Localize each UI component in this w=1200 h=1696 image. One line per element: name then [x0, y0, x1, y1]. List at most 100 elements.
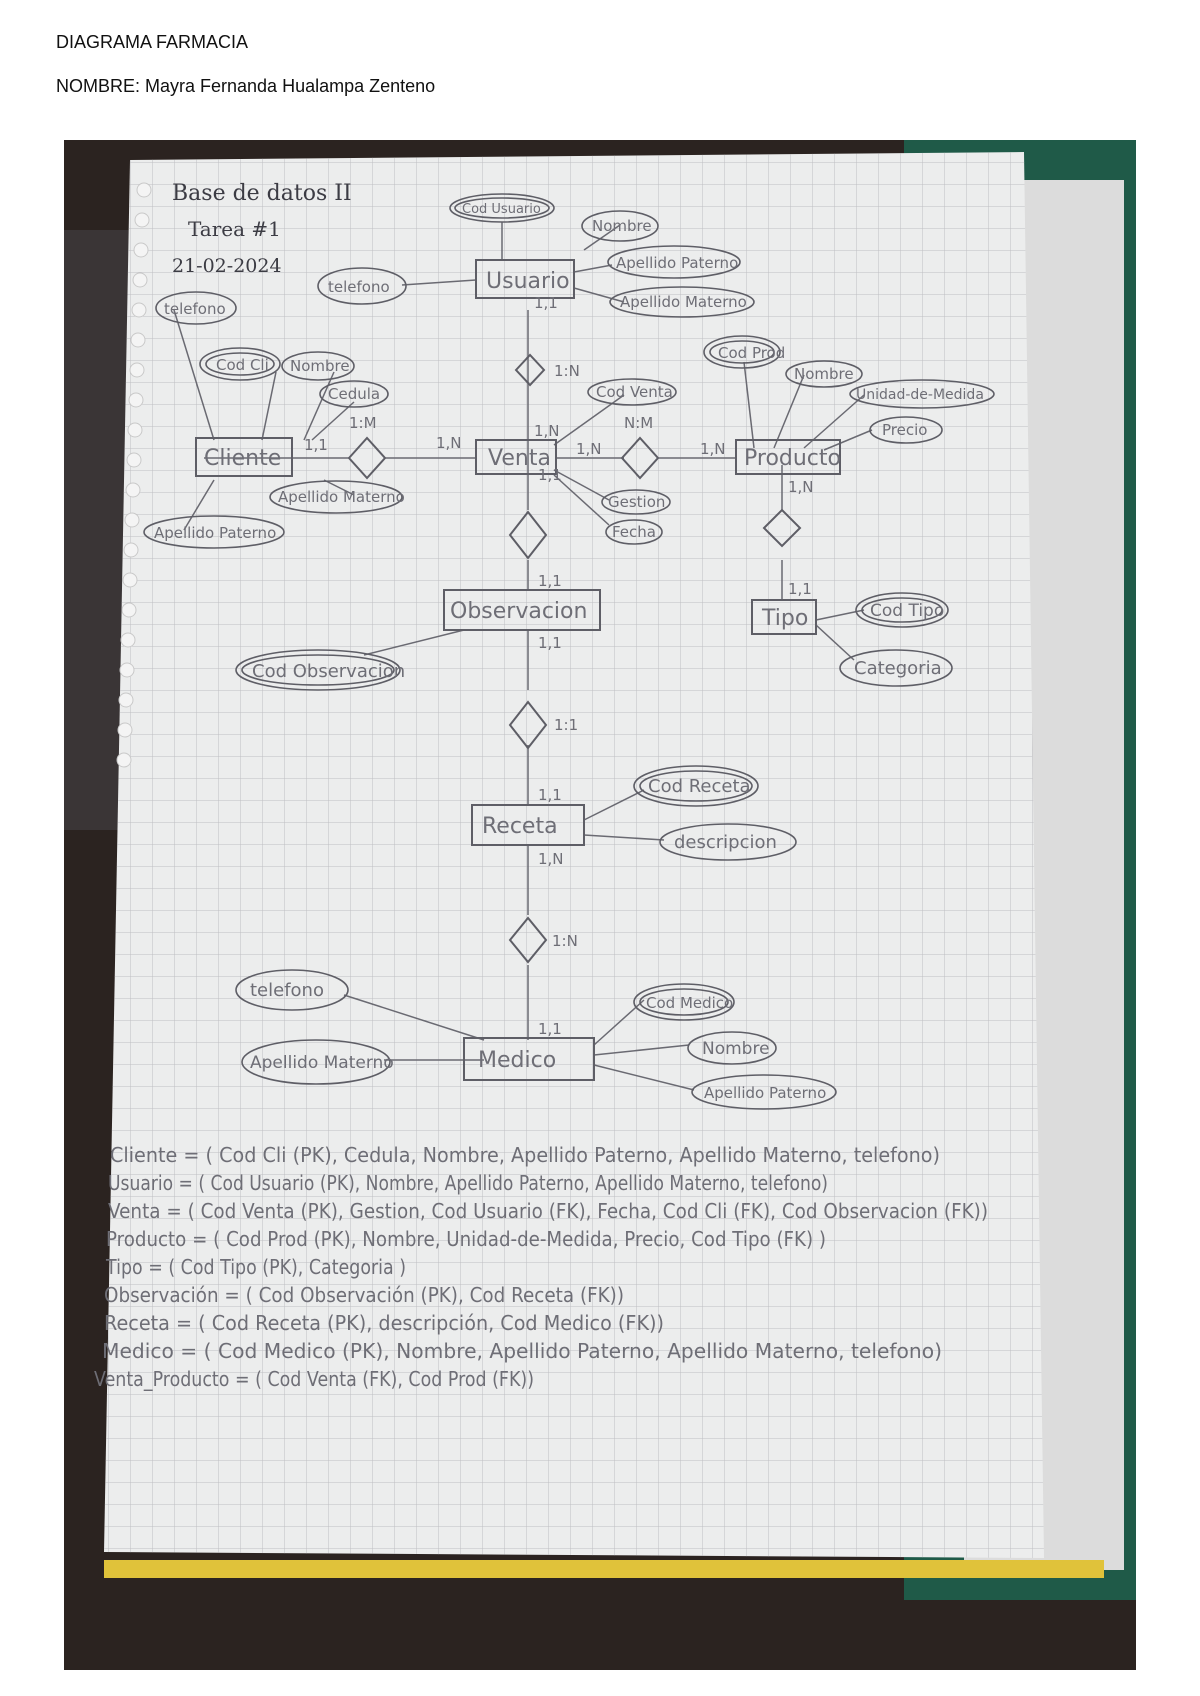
entity-cliente: Cliente: [195, 437, 293, 477]
entity-tipo-label: Tipo: [761, 606, 808, 631]
heading-date: 21-02-2024: [172, 255, 282, 277]
cardinality-labels: 1,1 1:N 1,N 1,1 1:M 1,N 1,N N:M 1,N 1,N …: [304, 294, 814, 1038]
schema-observacion: Observación = ( Cod Observación (PK), Co…: [104, 1283, 624, 1307]
card-venta-producto: N:M: [624, 414, 653, 432]
card-receta-near-medico: 1,N: [538, 850, 564, 868]
rel-cliente-venta: [347, 436, 387, 480]
entity-usuario: Usuario: [475, 259, 575, 299]
attribute-labels-producto: Cod Prod Nombre Unidad-de-Medida Precio: [718, 344, 984, 439]
card-medico-near: 1,1: [538, 1020, 562, 1038]
schema-usuario: Usuario = ( Cod Usuario (PK), Nombre, Ap…: [108, 1171, 828, 1195]
schema-medico: Medico = ( Cod Medico (PK), Nombre, Apel…: [102, 1339, 942, 1363]
card-cliente-near: 1,1: [304, 436, 328, 454]
card-receta-near-observacion: 1,1: [538, 786, 562, 804]
attributes-producto: [703, 335, 995, 444]
attribute-labels-receta: Cod Receta descripcion: [648, 776, 777, 853]
card-producto-near-venta: 1,N: [700, 440, 726, 458]
card-venta-near-cliente: 1,N: [436, 434, 462, 452]
spiral-holes: [116, 182, 152, 768]
entity-receta: Receta: [471, 804, 585, 846]
card-observacion-near-venta: 1,1: [538, 572, 562, 590]
card-cliente-venta: 1:M: [349, 414, 377, 432]
entity-venta: Venta: [475, 439, 557, 475]
attr-observacion-cod: Cod Observacion: [252, 661, 405, 682]
schema-receta: Receta = ( Cod Receta (PK), descripción,…: [104, 1311, 664, 1335]
attr-cliente-cedula: Cedula: [328, 385, 380, 403]
card-observacion-near-receta: 1,1: [538, 634, 562, 652]
attr-producto-precio: Precio: [882, 421, 927, 439]
heading-course: Base de datos II: [172, 181, 352, 206]
yellow-page-edge: [104, 1560, 1104, 1578]
attr-medico-cod: Cod Medico: [646, 994, 733, 1012]
er-diagram-photo: Base de datos II Tarea #1 21-02-2024 Usu…: [64, 140, 1136, 1670]
entity-producto: Producto: [735, 439, 841, 475]
entity-producto-label: Producto: [744, 446, 841, 471]
notebook-heading: Base de datos II Tarea #1 21-02-2024: [172, 181, 352, 277]
attribute-labels-usuario: Cod Usuario Nombre Apellido Paterno Apel…: [328, 202, 747, 311]
attributes-medico: [235, 969, 837, 1110]
heading-task: Tarea #1: [188, 217, 281, 241]
entity-usuario-label: Usuario: [486, 269, 570, 294]
attribute-labels-venta: Cod Venta Gestion Fecha: [596, 383, 673, 541]
card-venta-near-producto: 1,N: [576, 440, 602, 458]
rel-producto-tipo: [762, 508, 802, 548]
card-receta-medico: 1:N: [552, 932, 578, 950]
card-tipo-near: 1,1: [788, 580, 812, 598]
rel-observacion-receta: [508, 700, 548, 750]
attr-medico-telefono: telefono: [250, 980, 324, 1001]
rel-venta-observacion: [508, 510, 548, 560]
attributes-tipo: [839, 592, 953, 687]
attr-cliente-apellido-materno: Apellido Materno: [278, 488, 405, 506]
relationship-diamonds: [347, 353, 802, 964]
attr-tipo-cod: Cod Tipo: [870, 601, 944, 621]
card-usuario-venta: 1:N: [554, 362, 580, 380]
attr-receta-cod: Cod Receta: [648, 776, 751, 797]
card-observacion-receta: 1:1: [554, 716, 578, 734]
entity-observacion-label: Observacion: [450, 599, 587, 624]
entity-medico-label: Medico: [478, 1048, 556, 1073]
attr-usuario-apellido-materno: Apellido Materno: [620, 293, 747, 311]
entity-venta-label: Venta: [488, 446, 551, 471]
attr-usuario-cod: Cod Usuario: [462, 202, 541, 217]
attr-producto-unidad: Unidad-de-Medida: [856, 387, 984, 403]
attr-producto-cod: Cod Prod: [718, 344, 785, 362]
rel-usuario-venta: [514, 353, 546, 387]
entity-receta-label: Receta: [482, 814, 558, 839]
card-venta-near-usuario: 1,N: [534, 422, 560, 440]
attr-venta-cod: Cod Venta: [596, 383, 673, 401]
document-title: DIAGRAMA FARMACIA: [56, 32, 249, 52]
entity-medico: Medico: [463, 1037, 595, 1081]
attr-usuario-nombre: Nombre: [592, 217, 652, 235]
attr-venta-fecha: Fecha: [612, 523, 656, 541]
schema-cliente: Cliente = ( Cod Cli (PK), Cedula, Nombre…: [110, 1143, 940, 1167]
rel-receta-medico: [508, 916, 548, 964]
attr-cliente-telefono: telefono: [164, 300, 226, 318]
attr-medico-nombre: Nombre: [702, 1039, 770, 1059]
notebook-photo: Base de datos II Tarea #1 21-02-2024 Usu…: [64, 140, 1136, 1670]
attribute-labels-medico: telefono Apellido Materno Cod Medico Nom…: [250, 980, 826, 1102]
schema-tipo: Tipo = ( Cod Tipo (PK), Categoria ): [105, 1255, 406, 1279]
entity-tipo: Tipo: [751, 599, 817, 635]
card-producto-near-tipo: 1,N: [788, 478, 814, 496]
attr-usuario-telefono: telefono: [328, 278, 390, 296]
attr-medico-apellido-materno: Apellido Materno: [250, 1053, 394, 1073]
attribute-labels-cliente: telefono Cod Cli Nombre Cedula Apellido …: [154, 300, 405, 542]
attr-cliente-apellido-paterno: Apellido Paterno: [154, 524, 276, 542]
entity-observacion: Observacion: [443, 589, 601, 631]
attr-venta-gestion: Gestion: [608, 493, 665, 511]
schema-venta: Venta = ( Cod Venta (PK), Gestion, Cod U…: [108, 1199, 988, 1223]
attribute-labels-tipo: Cod Tipo Categoria: [854, 601, 944, 679]
attributes-cliente: [143, 291, 403, 549]
notebook-page: [104, 152, 1044, 1558]
attr-receta-descripcion: descripcion: [674, 832, 777, 853]
attr-usuario-apellido-paterno: Apellido Paterno: [616, 254, 738, 272]
attr-cliente-nombre: Nombre: [290, 357, 350, 375]
entity-cliente-label: Cliente: [204, 446, 281, 471]
author-line: NOMBRE: Mayra Fernanda Hualampa Zenteno: [56, 76, 436, 96]
attr-producto-nombre: Nombre: [794, 365, 854, 383]
relational-schema: Cliente = ( Cod Cli (PK), Cedula, Nombre…: [94, 1143, 988, 1391]
schema-producto: Producto = ( Cod Prod (PK), Nombre, Unid…: [106, 1227, 826, 1251]
card-usuario-near: 1,1: [534, 294, 558, 312]
attributes-receta: [633, 765, 797, 861]
rel-venta-producto: [620, 436, 660, 480]
